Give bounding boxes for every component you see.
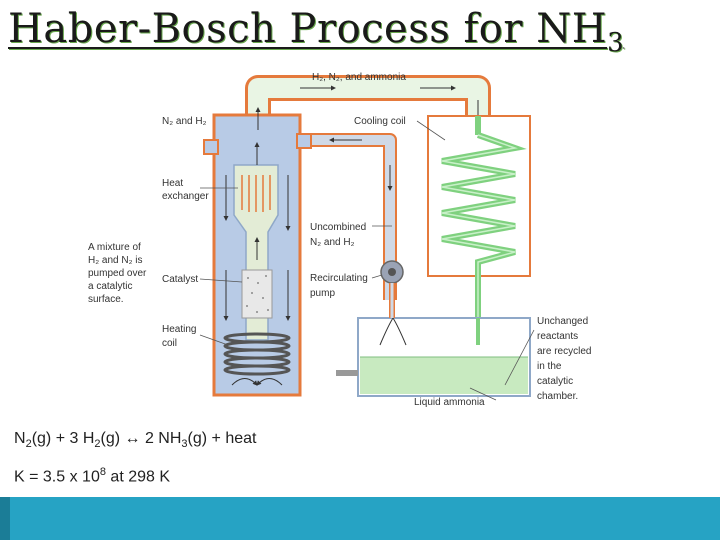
reaction-equation: N2(g) + 3 H2(g) ↔ 2 NH3(g) + heat (14, 430, 257, 451)
return-pipe-inner (296, 135, 395, 300)
label-cooling-coil: Cooling coil (354, 116, 406, 127)
catalyst-bed (241, 269, 273, 319)
label-unchanged-3: are recycled (537, 346, 591, 357)
heating-coil (223, 332, 291, 376)
label-catalyst: Catalyst (162, 274, 198, 285)
recirculating-pump (380, 260, 404, 318)
heat-exchanger (241, 175, 271, 212)
label-liquid-ammonia: Liquid ammonia (414, 397, 485, 408)
slide-title: Haber-Bosch Process for NH3 (8, 6, 624, 58)
footer-bar (0, 497, 720, 540)
title-main: Haber-Bosch Process for NH (8, 6, 608, 52)
haber-process-diagram: H₂, N₂, and ammonia N₂ and H₂ Cooling co… (88, 72, 591, 408)
label-recirculating-2: pump (310, 288, 335, 299)
label-mixture-1: A mixture of (88, 242, 141, 253)
label-heat-exchanger-1: Heat (162, 178, 183, 189)
title-subscript: 3 (607, 28, 625, 58)
reactor-flow-arrows (223, 142, 291, 386)
leader-lines (199, 120, 535, 401)
label-unchanged-5: catalytic (537, 376, 573, 387)
label-unchanged-2: reactants (537, 331, 578, 342)
equilibrium-constant: K = 3.5 x 108 at 298 K (14, 466, 171, 486)
label-uncombined-2: N₂ and H₂ (310, 237, 355, 248)
label-top-flow: H₂, N₂, and ammonia (312, 72, 406, 83)
label-uncombined-1: Uncombined (310, 222, 366, 233)
label-heating-coil-1: Heating (162, 324, 196, 335)
label-mixture-2: H₂ and N₂ is (88, 255, 142, 266)
cooling-coil-highlight (441, 134, 518, 318)
label-heating-coil-2: coil (162, 338, 177, 349)
label-heat-exchanger-2: exchanger (162, 191, 209, 202)
label-unchanged-1: Unchanged (537, 316, 588, 327)
label-unchanged-4: in the (537, 361, 562, 372)
footer-accent (0, 497, 10, 540)
label-mixture-4: a catalytic (88, 281, 132, 292)
label-n2-h2: N₂ and H₂ (162, 116, 207, 127)
label-mixture-5: surface. (88, 294, 124, 305)
ammonia-separator (336, 317, 531, 397)
label-mixture-3: pumped over (88, 268, 147, 279)
label-recirculating-1: Recirculating (310, 273, 368, 284)
label-unchanged-6: chamber. (537, 391, 578, 402)
